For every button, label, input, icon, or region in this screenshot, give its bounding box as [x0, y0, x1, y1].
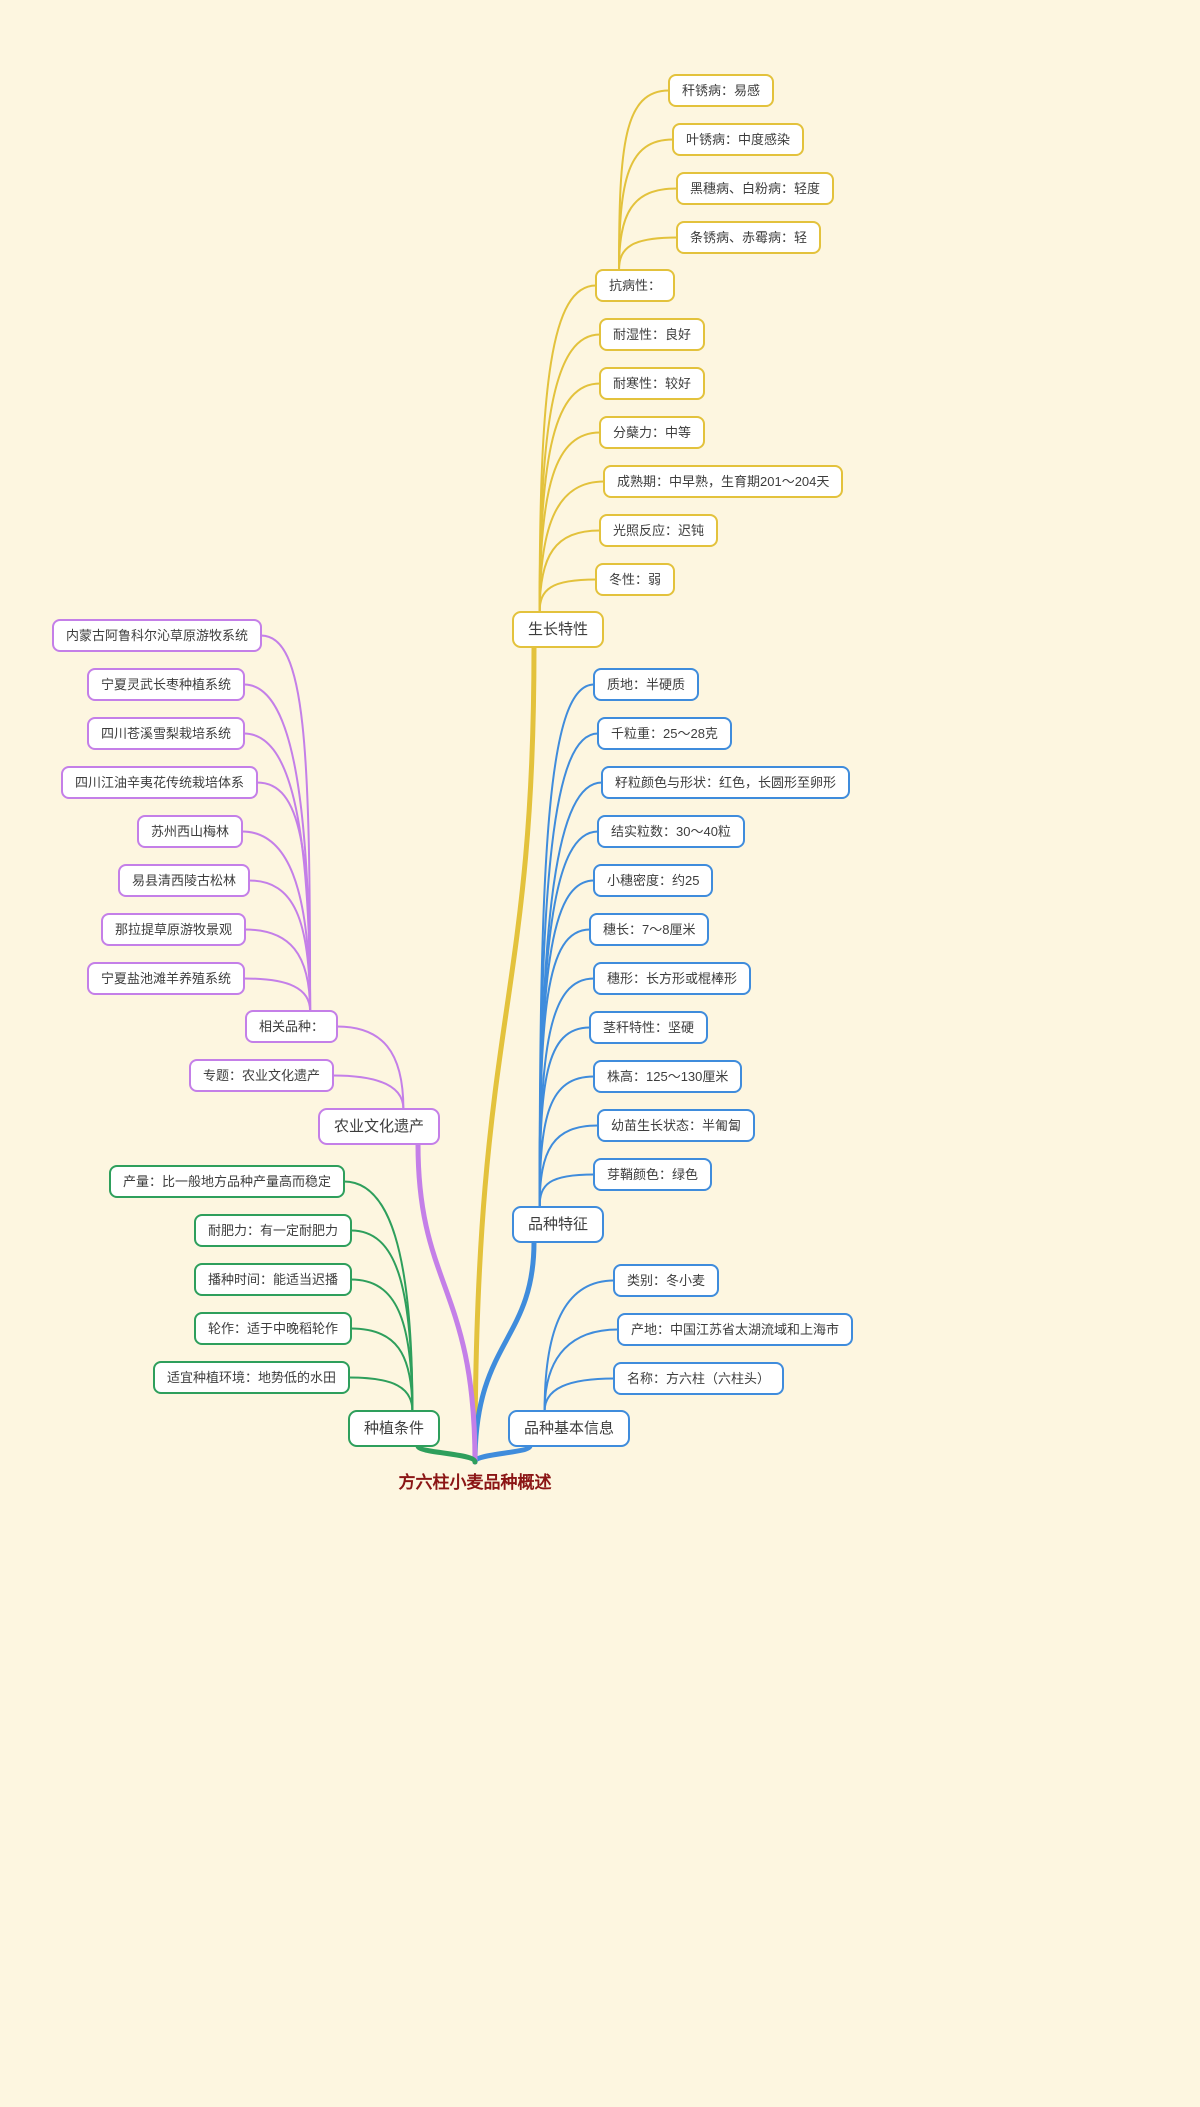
connector-line: [350, 1327, 414, 1412]
node-seedling-habit[interactable]: 幼苗生长状态：半匍匐: [597, 1109, 756, 1142]
connector-line: [538, 578, 597, 613]
connector-line: [243, 977, 312, 1012]
connector-line: [350, 1278, 414, 1412]
connector-line: [538, 977, 595, 1208]
node-grain-color-shape[interactable]: 籽粒颜色与形状：红色，长圆形至卵形: [601, 766, 851, 799]
connector-line: [538, 431, 601, 613]
node-maturity-period[interactable]: 成熟期：中早熟，生育期201～204天: [603, 465, 844, 498]
related-variety-item[interactable]: 内蒙古阿鲁科尔沁草原游牧系统: [51, 619, 262, 652]
related-variety-item[interactable]: 宁夏盐池滩羊养殖系统: [86, 962, 245, 995]
node-coleoptile-color[interactable]: 芽鞘颜色：绿色: [593, 1158, 713, 1191]
connector-line: [348, 1376, 414, 1412]
related-variety-item[interactable]: 四川江油辛夷花传统栽培体系: [60, 766, 258, 799]
node-texture[interactable]: 质地：半硬质: [593, 668, 700, 701]
node-photoperiod-response[interactable]: 光照反应：迟钝: [599, 514, 719, 547]
connector-line: [543, 1279, 615, 1412]
node-spike-shape[interactable]: 穗形：长方形或棍棒形: [593, 962, 752, 995]
connector-line: [538, 1124, 599, 1208]
node-spikelet-density[interactable]: 小穗密度：约25: [593, 864, 714, 897]
connector-line: [244, 928, 312, 1012]
related-variety-item[interactable]: 宁夏灵武长枣种植系统: [86, 668, 245, 701]
connector-line: [260, 634, 312, 1012]
connector-line: [472, 1443, 533, 1465]
connector-line: [350, 1229, 414, 1412]
node-winterness[interactable]: 冬性：弱: [595, 563, 676, 596]
node-yield[interactable]: 产量：比一般地方品种产量高而稳定: [108, 1165, 345, 1198]
node-category[interactable]: 类别：冬小麦: [613, 1264, 720, 1297]
node-moisture-tolerance[interactable]: 耐湿性：良好: [599, 318, 706, 351]
node-leaf-rust[interactable]: 叶锈病：中度感染: [672, 123, 805, 156]
connector-line: [618, 236, 678, 271]
connector-line: [538, 480, 605, 613]
node-environment[interactable]: 适宜种植环境：地势低的水田: [152, 1361, 350, 1394]
branch-agri-heritage[interactable]: 农业文化遗产: [317, 1108, 440, 1145]
connector-line: [248, 879, 312, 1012]
connector-line: [538, 284, 597, 613]
connector-line: [618, 187, 678, 271]
connector-line: [256, 781, 312, 1012]
connector-line: [538, 1026, 591, 1208]
node-stem-trait[interactable]: 茎秆特性：坚硬: [589, 1011, 709, 1044]
connector-line: [538, 1075, 595, 1208]
node-kernel-weight[interactable]: 千粒重：25～28克: [597, 717, 732, 750]
node-sowing-time[interactable]: 播种时间：能适当迟播: [193, 1263, 352, 1296]
node-plant-height[interactable]: 株高：125～130厘米: [593, 1060, 743, 1093]
connector-line: [538, 333, 601, 613]
node-smut-mildew[interactable]: 黑穗病、白粉病：轻度: [676, 172, 835, 205]
related-variety-item[interactable]: 苏州西山梅林: [136, 815, 243, 848]
node-variety-name[interactable]: 名称：方六柱（六柱头）: [613, 1362, 785, 1395]
node-origin[interactable]: 产地：中国江苏省太湖流域和上海市: [617, 1313, 854, 1346]
connector-line: [243, 683, 312, 1012]
branch-basic-info[interactable]: 品种基本信息: [508, 1410, 631, 1447]
node-grain-number[interactable]: 结实粒数：30～40粒: [597, 815, 745, 848]
connector-line: [538, 732, 599, 1208]
connector-line: [472, 644, 537, 1465]
connector-line: [332, 1074, 405, 1110]
node-related-varieties[interactable]: 相关品种：: [244, 1010, 338, 1043]
connector-line: [538, 683, 595, 1208]
branch-planting-conditions[interactable]: 种植条件: [347, 1410, 440, 1447]
node-fertilizer-tolerance[interactable]: 耐肥力：有一定耐肥力: [193, 1214, 352, 1247]
branch-growth-traits[interactable]: 生长特性: [512, 611, 605, 648]
connector-line: [618, 89, 670, 271]
related-variety-item[interactable]: 四川苍溪雪梨栽培系统: [86, 717, 245, 750]
connector-line: [618, 138, 674, 271]
node-tillering-ability[interactable]: 分蘖力：中等: [599, 416, 706, 449]
connector-line: [543, 1377, 615, 1412]
node-stem-rust[interactable]: 秆锈病：易感: [668, 74, 775, 107]
connector-line: [538, 529, 601, 613]
connector-line: [538, 1173, 595, 1208]
branch-variety-features[interactable]: 品种特征: [512, 1206, 605, 1243]
node-stripe-rust-scab[interactable]: 条锈病、赤霉病：轻: [676, 221, 822, 254]
connector-line: [336, 1025, 405, 1110]
connector-line: [538, 781, 603, 1208]
related-variety-item[interactable]: 那拉提草原游牧景观: [100, 913, 246, 946]
connector-line: [343, 1180, 414, 1412]
node-disease-resistance[interactable]: 抗病性：: [595, 269, 676, 302]
root-topic[interactable]: 方六柱小麦品种概述: [398, 1473, 552, 1492]
connector-line: [538, 879, 595, 1208]
connector-line: [538, 928, 591, 1208]
connector-line: [415, 1443, 478, 1465]
related-variety-item[interactable]: 易县清西陵古松林: [117, 864, 250, 897]
node-cold-tolerance[interactable]: 耐寒性：较好: [599, 367, 706, 400]
connector-line: [241, 830, 312, 1012]
node-heritage-topic[interactable]: 专题：农业文化遗产: [188, 1059, 334, 1092]
node-rotation[interactable]: 轮作：适于中晚稻轮作: [193, 1312, 352, 1345]
connector-line: [543, 1328, 619, 1412]
connector-line: [538, 382, 601, 613]
node-spike-length[interactable]: 穗长：7～8厘米: [589, 913, 710, 946]
